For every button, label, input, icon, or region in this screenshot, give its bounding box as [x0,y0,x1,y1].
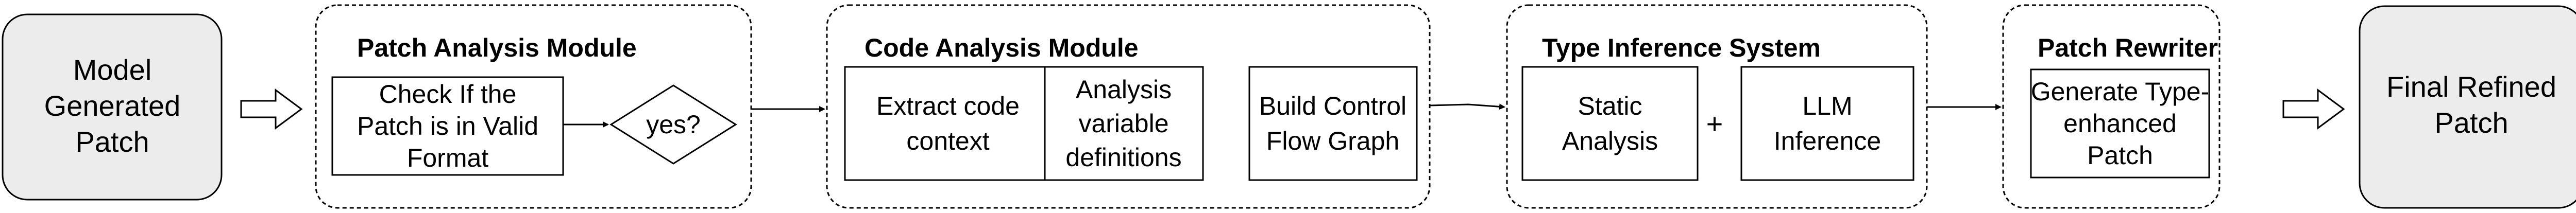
extract-context-box [844,66,1052,181]
generate-patch-box [2030,68,2210,179]
build-cfg-line: Build Control [1259,92,1406,120]
llm-inference-label: LLM Inference [1774,92,1881,155]
analysis-definitions-line: variable [1078,109,1168,138]
input-line: Generated [44,90,181,122]
patch-analysis-module [315,4,752,209]
extract-context-line: context [906,127,989,155]
decision-label: yes? [646,110,701,139]
decision-diamond [609,84,737,165]
decision-line: yes? [646,110,701,139]
code-analysis-module-title: Code Analysis Module [865,33,1139,62]
code-analysis-module [826,4,1431,209]
check-format-line: Format [407,144,488,172]
type-inference-module [1506,4,1928,209]
input-node [2,13,223,201]
static-analysis-line: Static [1578,92,1642,120]
type-inference-module-title: Type Inference System [1542,33,1821,62]
generate-patch-line: Generate Type- [2031,77,2210,106]
output-line: Final Refined [2386,70,2556,103]
check-format-box [331,76,564,176]
generate-patch-line: enhanced [2063,109,2177,138]
output-node [2359,5,2576,209]
patch-analysis-module-title: Patch Analysis Module [357,33,637,62]
code-to-type-arrow [1429,103,1505,110]
static-analysis-box [1521,66,1699,181]
extract-context-line: Extract code [876,92,1020,120]
hollow-arrow-icon [2282,88,2345,130]
llm-inference-line: Inference [1774,127,1881,155]
analysis-definitions-line: Analysis [1076,75,1172,104]
input-line: Patch [75,126,149,158]
check-format-line: Check If the [379,80,517,109]
patch-rewriter-module [2002,4,2221,209]
build-cfg-box [1248,66,1418,181]
static-analysis-line: Analysis [1562,127,1658,155]
analysis-definitions-box [1044,66,1204,181]
generate-patch-line: Patch [2087,141,2153,170]
patch-rewriter-module-title: Patch Rewriter [2038,33,2218,62]
analysis-definitions-line: definitions [1065,143,1181,172]
extract-context-label: Extract code context [876,92,1020,155]
llm-inference-line: LLM [1802,92,1852,120]
hollow-arrow-icon [240,88,303,130]
llm-inference-box [1740,66,1914,181]
plus-operator: + [1706,108,1723,140]
check-format-line: Patch is in Valid [357,112,538,140]
analysis-definitions-label: Analysis variable definitions [1065,75,1181,172]
input-line: Model [73,54,152,86]
build-cfg-line: Flow Graph [1266,127,1399,155]
output-line: Patch [2434,106,2508,139]
